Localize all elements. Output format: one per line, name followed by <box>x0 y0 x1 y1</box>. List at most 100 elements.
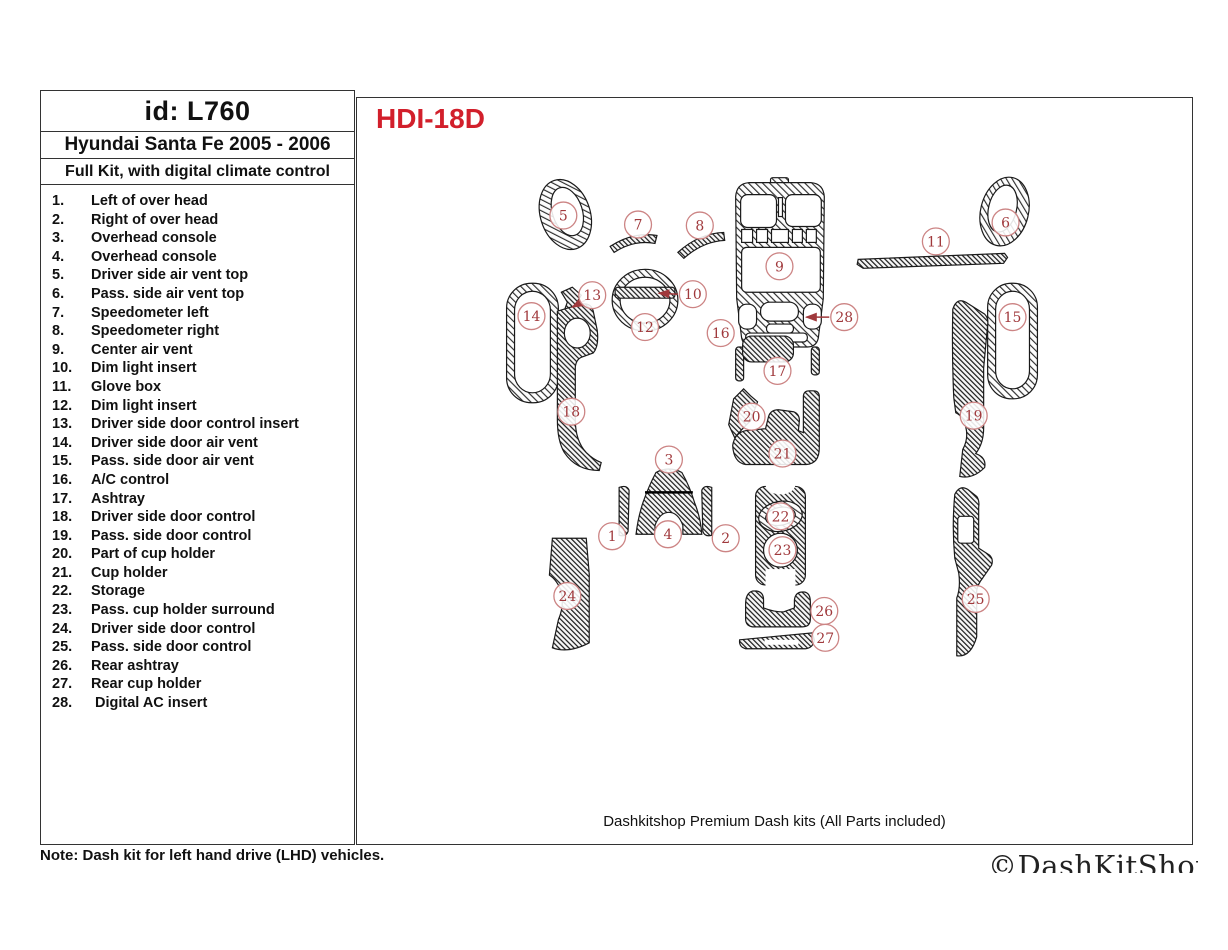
part-shape-27 <box>738 632 815 650</box>
part-label: Left of over head <box>91 193 208 209</box>
part-number: 8. <box>52 323 65 340</box>
dashkitshop-watermark: ©DashKitShop <box>988 851 1198 873</box>
part-label: Driver side door control insert <box>91 416 299 433</box>
part-list-item: 24. Driver side door control <box>41 620 354 639</box>
callout-circle-21 <box>768 439 797 468</box>
part-list-item: 25.Pass. side door control <box>41 638 354 657</box>
part-number: 5. <box>52 267 65 284</box>
callout-number-2: 2 <box>721 531 730 547</box>
callout-circle-25 <box>961 584 990 614</box>
part-list-item: 15.Pass. side door air vent <box>41 452 354 471</box>
diagram-panel: HDI-18D <box>356 97 1193 845</box>
callout-circle-13 <box>578 281 607 310</box>
part-shape-10-12 <box>611 268 679 332</box>
part-number: 13. <box>52 416 73 433</box>
part-shape-3-4 <box>635 468 703 535</box>
part-list-item: 28. Digital AC insert <box>41 694 354 713</box>
callout-number-5: 5 <box>559 209 568 225</box>
kit-id: id: L760 <box>41 91 354 132</box>
kit-info-table: id: L760 Hyundai Santa Fe 2005 - 2006 Fu… <box>40 90 355 845</box>
callout-number-25: 25 <box>967 592 985 608</box>
part-number: 11. <box>52 378 72 395</box>
part-label: Digital AC insert <box>91 695 208 712</box>
part-label: Glove box <box>91 378 162 395</box>
part-shapes <box>505 176 1039 657</box>
part-list-item: 23.Pass. cup holder surround <box>41 601 354 620</box>
part-shape-21 <box>732 390 820 466</box>
callout-circle-17 <box>763 356 792 385</box>
callout-circle-6 <box>991 208 1020 237</box>
callout-number-13: 13 <box>583 288 601 304</box>
callout-number-21: 21 <box>774 447 792 463</box>
part-label: Driver side door control <box>91 509 256 526</box>
part-number: 1. <box>52 193 65 209</box>
part-number: 27. <box>52 676 73 693</box>
callout-number-17: 17 <box>769 364 787 380</box>
part-list-item: 16.A/C control <box>41 471 354 490</box>
callout-circle-24 <box>553 581 582 611</box>
part-number: 28. <box>52 695 73 712</box>
part-label: Part of cup holder <box>91 546 216 563</box>
part-number: 4. <box>52 248 65 265</box>
part-shape-8 <box>677 231 726 260</box>
callout-circle-8 <box>685 211 714 240</box>
callout-number-10: 10 <box>684 287 702 303</box>
part-label: Cup holder <box>91 564 168 581</box>
callout-number-8: 8 <box>695 218 704 234</box>
part-label: Pass. side air vent top <box>91 285 245 302</box>
part-number: 18. <box>52 509 73 526</box>
callout-circle-7 <box>623 210 653 239</box>
vehicle-name: Hyundai Santa Fe 2005 - 2006 <box>41 132 354 159</box>
part-shape-15 <box>987 282 1039 400</box>
part-number: 6. <box>52 285 65 302</box>
part-number: 2. <box>52 211 65 228</box>
part-label: Overhead console <box>91 248 217 265</box>
part-label: Rear cup holder <box>91 676 202 693</box>
part-list-item: 10.Dim light insert <box>41 359 354 378</box>
part-shape-7 <box>609 234 658 254</box>
callout-circle-11 <box>921 227 950 256</box>
callout-number-3: 3 <box>664 453 673 469</box>
part-list-item: 26.Rear ashtray <box>41 657 354 676</box>
part-label: Pass. side door control <box>91 639 252 656</box>
kit-description: Full Kit, with digital climate control <box>41 159 354 185</box>
part-number: 14. <box>52 434 73 451</box>
part-list-item: 1. Left of over head <box>41 192 354 211</box>
part-label: Driver side door control <box>91 620 256 637</box>
callout-number-11: 11 <box>927 234 945 250</box>
part-label: Pass. cup holder surround <box>91 602 275 619</box>
part-label: Ashtray <box>91 490 145 507</box>
part-number: 7. <box>52 304 65 321</box>
callout-number-18: 18 <box>562 405 580 421</box>
part-number: 16. <box>52 471 73 488</box>
part-number: 17. <box>52 490 73 507</box>
part-label: Speedometer right <box>91 323 220 340</box>
part-number: 22. <box>52 583 73 600</box>
callout-circle-20 <box>737 402 766 431</box>
product-code: HDI-18D <box>376 103 485 134</box>
callout-number-28: 28 <box>835 310 853 326</box>
part-list-item: 6. Pass. side air vent top <box>41 285 354 304</box>
part-list-item: 22.Storage <box>41 582 354 601</box>
part-label: Dim light insert <box>91 397 197 414</box>
callout-circle-3 <box>654 445 684 474</box>
callout-number-23: 23 <box>774 543 792 559</box>
part-number: 26. <box>52 657 73 674</box>
part-number: 24. <box>52 620 73 637</box>
callout-circle-23 <box>768 536 797 565</box>
callout-number-22: 22 <box>772 509 790 525</box>
part-list-item: 27. Rear cup holder <box>41 675 354 694</box>
part-shape-18 <box>556 303 602 472</box>
part-label: Right of over head <box>91 211 219 228</box>
part-shape-14 <box>505 282 559 404</box>
callout-number-27: 27 <box>816 631 834 647</box>
part-list-item: 3.Overhead console <box>41 229 354 248</box>
lhd-note: Note: Dash kit for left hand drive (LHD)… <box>40 847 385 864</box>
part-shape-19 <box>951 300 989 478</box>
part-list-item: 18. Driver side door control <box>41 508 354 527</box>
part-list-item: 7.Speedometer left <box>41 304 354 323</box>
part-number: 3. <box>52 230 65 247</box>
part-label: Driver side door air vent <box>91 434 258 451</box>
